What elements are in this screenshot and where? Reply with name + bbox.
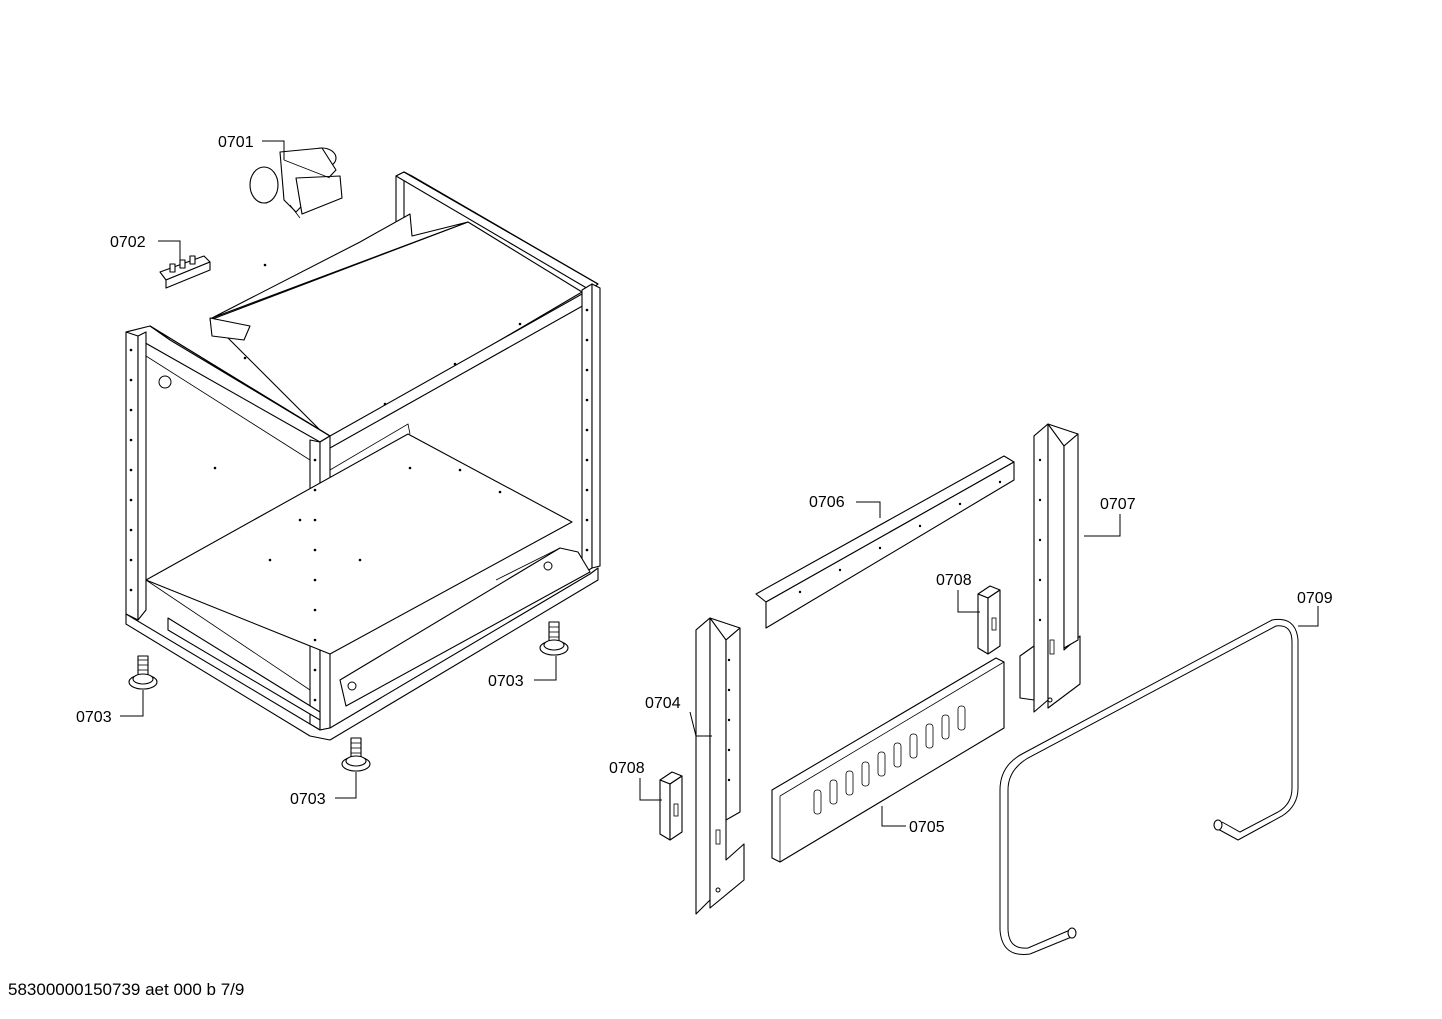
chassis-frame (125, 171, 601, 741)
label-0703-right: 0703 (488, 673, 524, 690)
document-id-footer: 58300000150739 aet 000 b 7/9 (8, 980, 245, 999)
label-0701: 0701 (218, 134, 254, 151)
adjustable-foot-bottom (341, 737, 371, 772)
handle-bar-part (999, 618, 1299, 955)
label-0702: 0702 (110, 234, 146, 251)
callout-labels: 0701 0702 0703 0703 0703 0704 0705 0706 … (76, 134, 1333, 836)
label-0705: 0705 (909, 819, 945, 836)
vented-panel-part (771, 657, 1005, 863)
label-0703-bottom: 0703 (290, 791, 326, 808)
left-side-rail-part (695, 617, 745, 915)
bracket-upper (977, 585, 1001, 655)
adjustable-foot-left (128, 655, 158, 690)
fan-motor-part (249, 147, 343, 219)
terminal-block-part (159, 255, 211, 289)
label-0708-lower: 0708 (609, 760, 645, 777)
top-rail-part (755, 455, 1015, 629)
label-0707: 0707 (1100, 496, 1136, 513)
label-0708-upper: 0708 (936, 572, 972, 589)
label-0703-left: 0703 (76, 709, 112, 726)
bracket-lower (659, 771, 683, 841)
label-0709: 0709 (1297, 590, 1333, 607)
leader-lines (120, 140, 1319, 827)
right-side-rail-part (1019, 423, 1081, 713)
label-0704: 0704 (645, 695, 681, 712)
adjustable-foot-right (539, 621, 569, 656)
label-0706: 0706 (809, 494, 845, 511)
